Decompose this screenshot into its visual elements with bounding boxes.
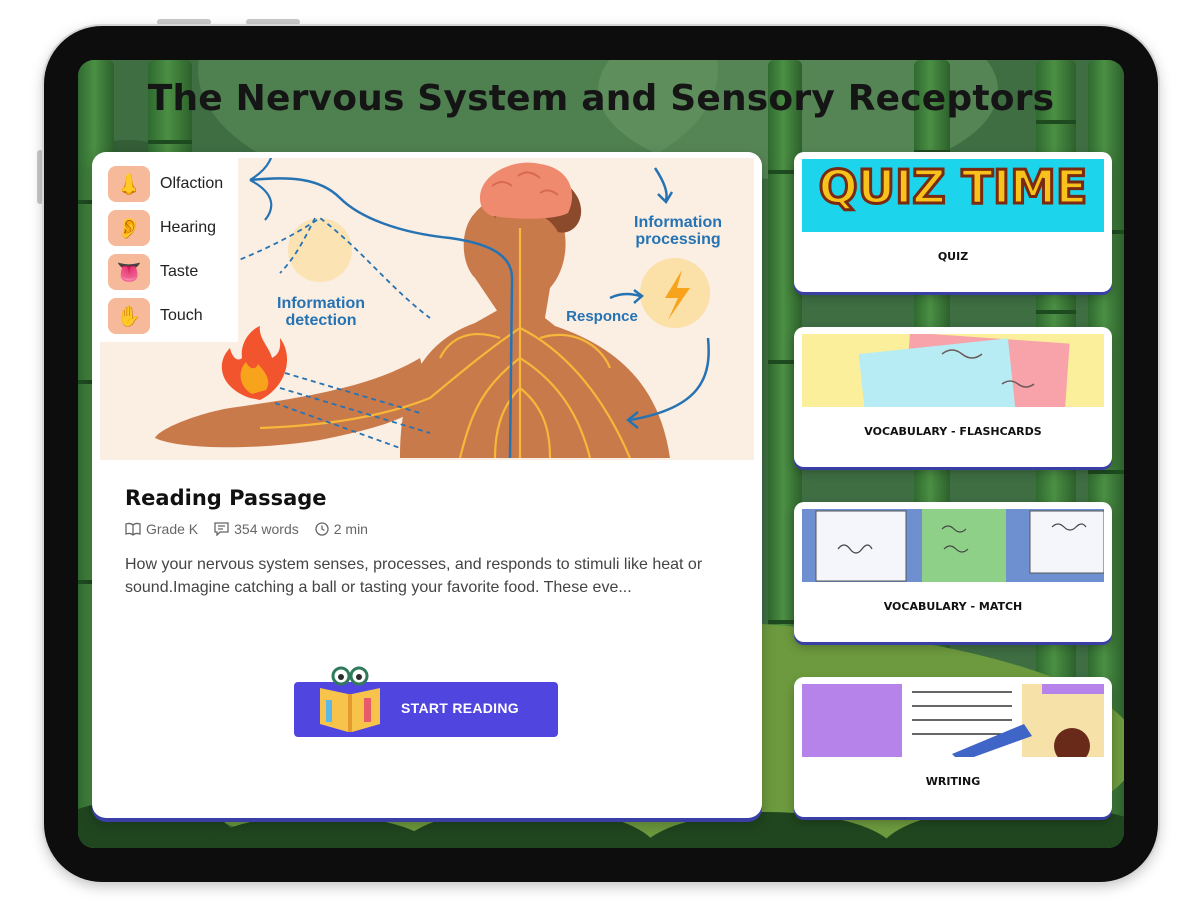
- start-reading-button[interactable]: START READING: [294, 666, 558, 737]
- sense-label: Touch: [160, 307, 203, 324]
- hand-icon: ✋: [108, 298, 150, 334]
- word-count-meta: 354 words: [214, 521, 299, 537]
- flashcards-graphic: [802, 334, 1104, 407]
- time-meta: 2 min: [315, 521, 368, 537]
- activity-card-flashcards[interactable]: VOCABULARY - FLASHCARDS: [794, 327, 1112, 467]
- illustration-art: [155, 158, 710, 459]
- app-screen: The Nervous System and Sensory Receptors: [78, 60, 1124, 848]
- activity-label: WRITING: [925, 775, 981, 788]
- quiz-thumbnail: QUIZ TIME: [802, 159, 1104, 232]
- sense-item-touch: ✋ Touch: [108, 298, 203, 334]
- match-graphic: [802, 509, 1104, 582]
- reading-book-icon: [320, 666, 380, 732]
- word-count-text: 354 words: [234, 521, 299, 537]
- quiz-word: QUIZ TIME: [819, 160, 1088, 214]
- grade-text: Grade K: [146, 521, 199, 537]
- activity-label: QUIZ: [937, 250, 969, 263]
- senses-list: 👃 Olfaction 👂 Hearing 👅 Taste ✋ Touch: [100, 158, 238, 342]
- activity-card-quiz[interactable]: QUIZ TIME QUIZ: [794, 152, 1112, 292]
- activity-card-match[interactable]: VOCABULARY - MATCH: [794, 502, 1112, 642]
- sense-label: Taste: [160, 263, 199, 280]
- activity-card-writing[interactable]: WRITING: [794, 677, 1112, 817]
- writing-graphic: [802, 684, 1104, 757]
- sense-item-hearing: 👂 Hearing: [108, 210, 216, 246]
- writing-thumbnail: [802, 684, 1104, 757]
- volume-button-top-1: [157, 19, 211, 25]
- sense-label: Hearing: [160, 219, 217, 236]
- passage-meta: Grade K 354 words 2 min: [125, 521, 384, 537]
- response-label: Responce: [566, 308, 638, 325]
- power-button-side: [37, 150, 43, 204]
- quiz-time-graphic: QUIZ TIME: [802, 159, 1104, 232]
- page-title: The Nervous System and Sensory Receptors: [147, 78, 1055, 119]
- information-detection-label: Information detection: [277, 295, 365, 329]
- sense-item-taste: 👅 Taste: [108, 254, 198, 290]
- information-processing-label: Information processing: [634, 214, 722, 248]
- comment-icon: [214, 522, 229, 536]
- tongue-icon: 👅: [108, 254, 150, 290]
- flashcards-thumbnail: [802, 334, 1104, 407]
- ear-icon: 👂: [108, 210, 150, 246]
- reading-passage-card[interactable]: 👃 Olfaction 👂 Hearing 👅 Taste ✋ Touch In…: [92, 152, 762, 818]
- passage-title: Reading Passage: [125, 486, 327, 510]
- activity-label: VOCABULARY - MATCH: [883, 600, 1023, 613]
- volume-button-top-2: [246, 19, 300, 25]
- start-reading-label: START READING: [401, 700, 519, 716]
- sense-label: Olfaction: [160, 175, 224, 192]
- match-thumbnail: [802, 509, 1104, 582]
- nervous-system-illustration: 👃 Olfaction 👂 Hearing 👅 Taste ✋ Touch In…: [100, 158, 754, 460]
- activity-label: VOCABULARY - FLASHCARDS: [864, 425, 1042, 438]
- book-icon: [125, 522, 141, 536]
- passage-description: How your nervous system senses, processe…: [125, 556, 703, 596]
- clock-icon: [315, 522, 329, 536]
- sense-item-olfaction: 👃 Olfaction: [108, 166, 223, 202]
- nose-icon: 👃: [108, 166, 150, 202]
- grade-meta: Grade K: [125, 521, 198, 537]
- time-text: 2 min: [333, 521, 368, 537]
